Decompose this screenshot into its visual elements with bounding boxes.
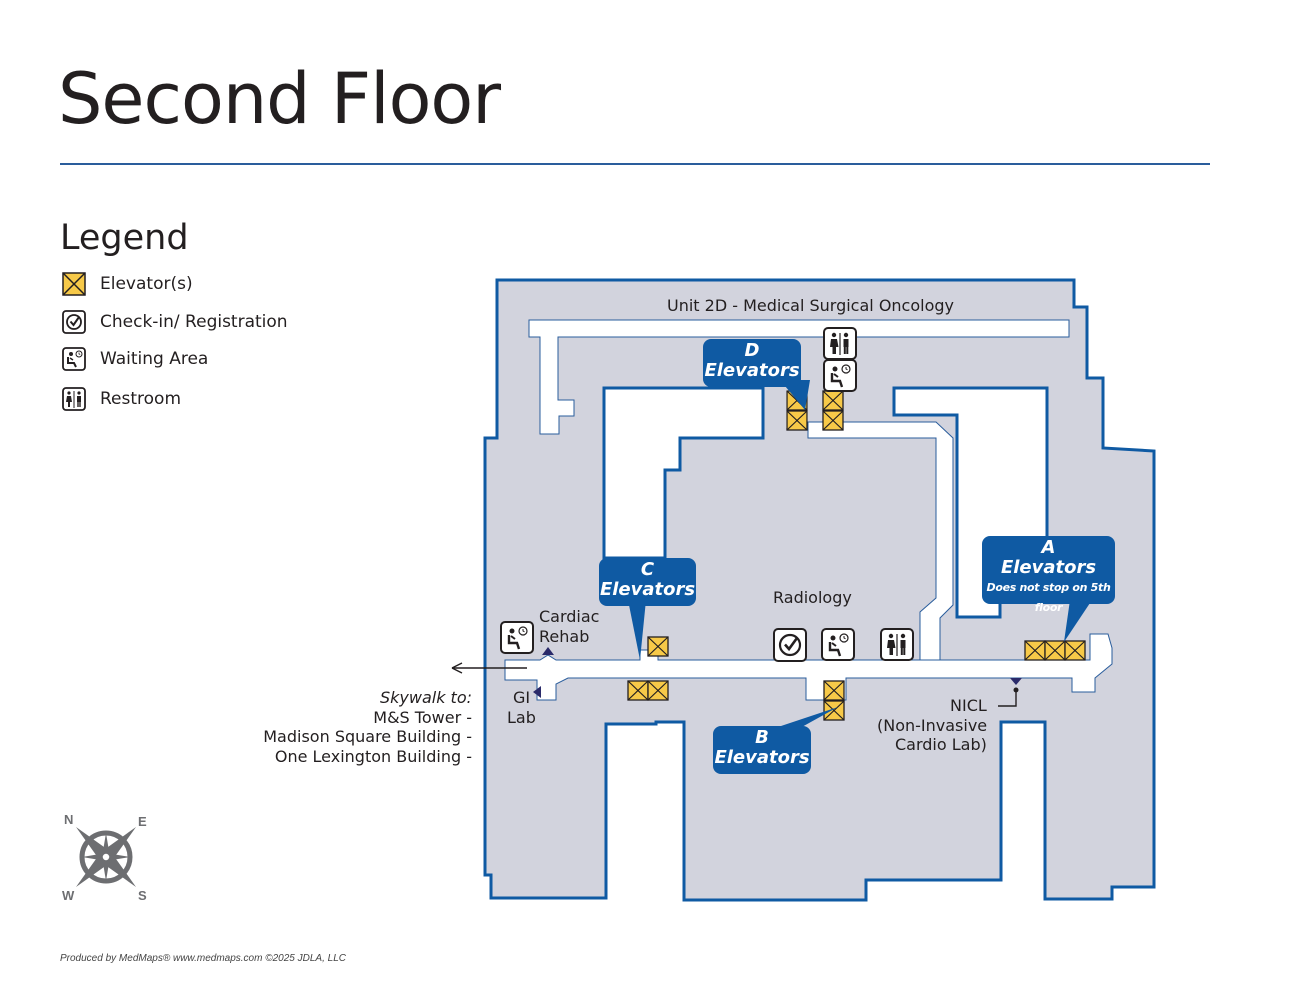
compass-north: N [64,812,74,827]
page-title: Second Floor [58,58,501,140]
callout-b-word: Elevators [714,747,810,768]
nicl-label-1: NICL [950,696,987,715]
elevator-bank-b [823,680,845,721]
cardiac-rehab-label-1: Cardiac [539,607,600,626]
gi-lab-label-2: Lab [507,708,536,727]
gi-lab-label-1: GI [513,688,531,707]
skywalk-dest-lexington: One Lexington Building - [274,747,472,766]
skywalk-dest-ms-tower: M&S Tower - [373,708,472,727]
callout-c-elevators: C Elevators [599,558,696,606]
compass-west: W [62,888,75,903]
callout-b-letter: B [755,727,769,748]
legend-label-elevator: Elevator(s) [100,274,193,294]
title-divider [60,163,1210,165]
callout-a-elevators: A Elevators Does not stop on 5th floor [982,536,1115,614]
waiting-icon [500,621,534,654]
nicl-label-3: Cardio Lab) [895,735,987,754]
waiting-icon [821,628,855,661]
callout-a-word: Elevators [1000,557,1097,578]
elevator-icon [62,272,86,296]
callout-c-word: Elevators [599,579,696,600]
callout-a-letter: A [1041,537,1056,558]
legend-item-checkin: Check-in/ Registration [62,310,288,334]
elevator-bank-d-right [822,390,844,431]
elevator-bank-a [1024,640,1086,661]
callout-c-letter: C [640,559,655,580]
restroom-icon [823,327,857,360]
legend-item-waiting: Waiting Area [62,347,208,371]
restroom-icon [880,628,914,661]
compass-icon [76,827,136,887]
compass-south: S [138,888,147,903]
compass-east: E [138,814,147,829]
legend-label-waiting: Waiting Area [100,349,209,369]
callout-d-letter: D [744,340,760,361]
skywalk-label: Skywalk to: [379,688,472,707]
cardiac-rehab-label-2: Rehab [539,627,590,646]
legend-item-restroom: Restroom [62,387,181,411]
nicl-leader [998,688,1017,707]
courtyard-right [892,386,1049,619]
legend-label-restroom: Restroom [100,389,182,409]
callout-b-elevators: B Elevators [713,726,811,774]
checkin-icon [773,628,807,662]
checkin-icon [62,310,86,334]
legend-title: Legend [60,218,189,258]
radiology-label: Radiology [773,588,852,607]
footer-credit: Produced by MedMaps® www.medmaps.com ©20… [60,953,346,964]
skywalk-dest-madison: Madison Square Building - [263,727,472,746]
entrance-markers [533,647,1022,698]
waiting-icon [823,359,857,392]
unit-2d-label: Unit 2D - Medical Surgical Oncology [667,296,954,315]
callout-pointers [628,380,1092,728]
callout-d-word: Elevators [704,360,800,381]
legend-label-checkin: Check-in/ Registration [100,312,288,332]
legend-item-elevator: Elevator(s) [62,272,193,296]
nicl-label-2: (Non-Invasive [877,716,988,735]
callout-d-elevators: D Elevators [703,339,801,387]
callout-a-note: Does not stop on 5th floor [986,581,1111,614]
waiting-icon [62,347,86,371]
restroom-icon [62,387,86,411]
skywalk-arrow [451,662,527,674]
